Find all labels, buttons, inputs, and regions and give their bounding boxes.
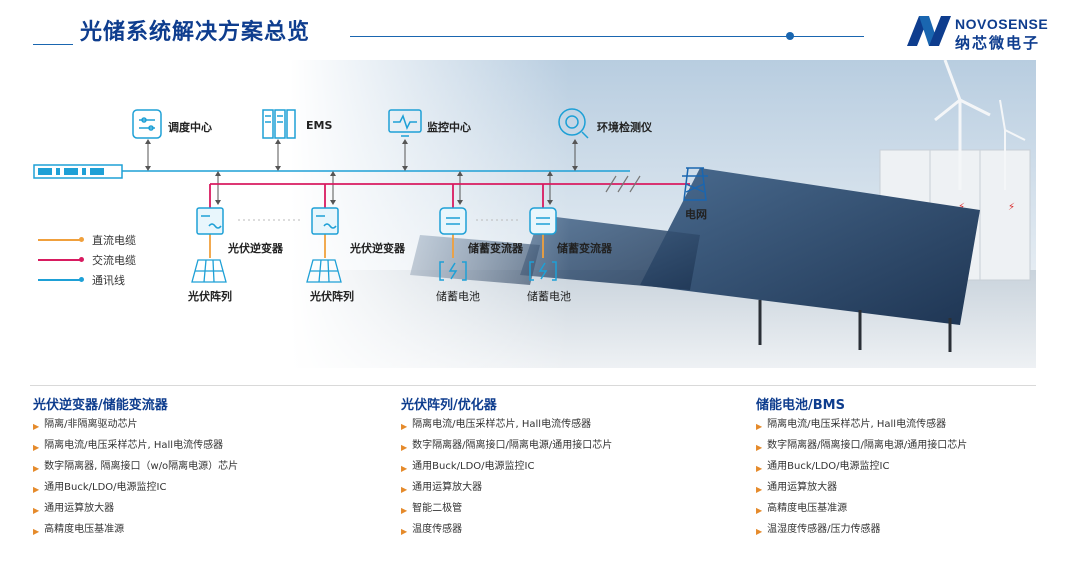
list-item: ▶数字隔离器, 隔离接口（w/o隔离电源）芯片 xyxy=(33,460,373,481)
bullet-icon: ▶ xyxy=(33,527,40,536)
legend-ac-label: 交流电缆 xyxy=(92,254,136,267)
bullet-icon: ▶ xyxy=(33,443,40,452)
communication-bus xyxy=(33,139,630,205)
header-rule-dot xyxy=(786,32,794,40)
list-item: ▶智能二极管 xyxy=(401,502,741,523)
header-rule-end xyxy=(794,36,864,37)
bullet-icon: ▶ xyxy=(401,464,408,473)
node-label-dispatch: 调度中心 xyxy=(168,121,212,134)
list-item: ▶高精度电压基准源 xyxy=(756,502,1056,523)
list-item: ▶数字隔离器/隔离接口/隔离电源/通用接口芯片 xyxy=(756,439,1056,460)
bullet-icon: ▶ xyxy=(401,506,408,515)
header-rule-right xyxy=(350,36,800,37)
logo-text-en: NOVOSENSE xyxy=(955,16,1049,32)
column-title: 光伏逆变器/储能变流器 xyxy=(33,398,168,413)
list-item: ▶隔离电流/电压采样芯片, Hall电流传感器 xyxy=(756,418,1056,439)
header-rule-left xyxy=(33,44,73,45)
list-item: ▶高精度电压基准源 xyxy=(33,523,373,544)
node-label-inv1: 光伏逆变器 xyxy=(228,242,283,255)
node-label-grid: 电网 xyxy=(685,208,707,221)
column-inverter-pcs: 光伏逆变器/储能变流器 ▶隔离/非隔离驱动芯片 ▶隔离电流/电压采样芯片, Ha… xyxy=(33,394,373,544)
legend-dc-swatch xyxy=(38,237,84,242)
bullet-icon: ▶ xyxy=(756,422,763,431)
bullet-icon: ▶ xyxy=(401,443,408,452)
legend-dc-label: 直流电缆 xyxy=(92,234,136,247)
node-label-bat2: 储蓄电池 xyxy=(527,290,571,303)
bullet-icon: ▶ xyxy=(756,443,763,452)
bullet-icon: ▶ xyxy=(756,506,763,515)
ac-cable xyxy=(209,175,690,208)
environment-detector-icon xyxy=(558,108,589,139)
monitor-center-icon xyxy=(388,109,422,137)
column-title: 储能电池/BMS xyxy=(756,398,845,413)
pv-inverter-icon-1 xyxy=(196,207,224,235)
node-label-env: 环境检测仪 xyxy=(597,121,652,134)
list-item: ▶隔离电流/电压采样芯片, Hall电流传感器 xyxy=(401,418,741,439)
list-item: ▶通用Buck/LDO/电源监控IC xyxy=(33,481,373,502)
node-label-ems: EMS xyxy=(306,119,333,132)
node-label-pcs1: 储蓄变流器 xyxy=(468,242,523,255)
bullet-icon: ▶ xyxy=(33,422,40,431)
list-item: ▶温度传感器 xyxy=(401,523,741,544)
page-title: 光储系统解决方案总览 xyxy=(80,20,311,45)
section-divider xyxy=(30,385,1036,386)
pv-array-icon-2 xyxy=(306,259,342,283)
dispatch-center-icon xyxy=(132,109,162,139)
storage-battery-icon-2 xyxy=(529,261,557,281)
list-item: ▶通用运算放大器 xyxy=(401,481,741,502)
list-item: ▶通用运算放大器 xyxy=(756,481,1056,502)
legend-ac: 交流电缆 xyxy=(38,252,136,268)
legend-comm: 通讯线 xyxy=(38,272,125,288)
node-label-pv1: 光伏阵列 xyxy=(188,290,232,303)
logo-text-cn: 纳芯微电子 xyxy=(955,34,1041,52)
bullet-icon: ▶ xyxy=(33,506,40,515)
list-item: ▶温湿度传感器/压力传感器 xyxy=(756,523,1056,544)
node-label-pcs2: 储蓄变流器 xyxy=(557,242,612,255)
column-title: 光伏阵列/优化器 xyxy=(401,398,497,413)
solar-storage-scene: ⚡ ⚡ xyxy=(0,60,1036,368)
logo-mark-icon xyxy=(907,16,951,46)
system-diagram: ⚡ ⚡ xyxy=(0,60,1036,368)
list-item: ▶通用运算放大器 xyxy=(33,502,373,523)
ems-icon xyxy=(262,109,296,139)
list-item: ▶隔离电流/电压采样芯片, Hall电流传感器 xyxy=(33,439,373,460)
bullet-icon: ▶ xyxy=(401,527,408,536)
node-label-pv2: 光伏阵列 xyxy=(310,290,354,303)
column-pv-optimizer: 光伏阵列/优化器 ▶隔离电流/电压采样芯片, Hall电流传感器 ▶数字隔离器/… xyxy=(401,394,741,544)
bullet-icon: ▶ xyxy=(756,485,763,494)
novosense-logo: NOVOSENSE 纳芯微电子 xyxy=(905,14,1055,54)
node-label-inv2: 光伏逆变器 xyxy=(350,242,405,255)
storage-pcs-icon-2 xyxy=(529,207,557,235)
pv-inverter-icon-2 xyxy=(311,207,339,235)
bullet-icon: ▶ xyxy=(756,464,763,473)
bullet-icon: ▶ xyxy=(401,485,408,494)
node-label-monitor: 监控中心 xyxy=(427,121,471,134)
pv-array-icon-1 xyxy=(191,259,227,283)
bullet-icon: ▶ xyxy=(33,485,40,494)
legend-comm-swatch xyxy=(38,277,84,282)
bullet-icon: ▶ xyxy=(401,422,408,431)
bullet-icon: ▶ xyxy=(756,527,763,536)
node-label-bat1: 储蓄电池 xyxy=(436,290,480,303)
list-item: ▶通用Buck/LDO/电源监控IC xyxy=(401,460,741,481)
legend-dc: 直流电缆 xyxy=(38,232,136,248)
list-item: ▶数字隔离器/隔离接口/隔离电源/通用接口芯片 xyxy=(401,439,741,460)
list-item: ▶隔离/非隔离驱动芯片 xyxy=(33,418,373,439)
storage-pcs-icon-1 xyxy=(439,207,467,235)
legend-ac-swatch xyxy=(38,257,84,262)
storage-battery-icon-1 xyxy=(439,261,467,281)
bullet-icon: ▶ xyxy=(33,464,40,473)
legend-comm-label: 通讯线 xyxy=(92,274,125,287)
list-item: ▶通用Buck/LDO/电源监控IC xyxy=(756,460,1056,481)
column-battery-bms: 储能电池/BMS ▶隔离电流/电压采样芯片, Hall电流传感器 ▶数字隔离器/… xyxy=(756,394,1056,544)
dc-cables xyxy=(209,234,544,258)
grid-tower-icon xyxy=(682,167,708,201)
